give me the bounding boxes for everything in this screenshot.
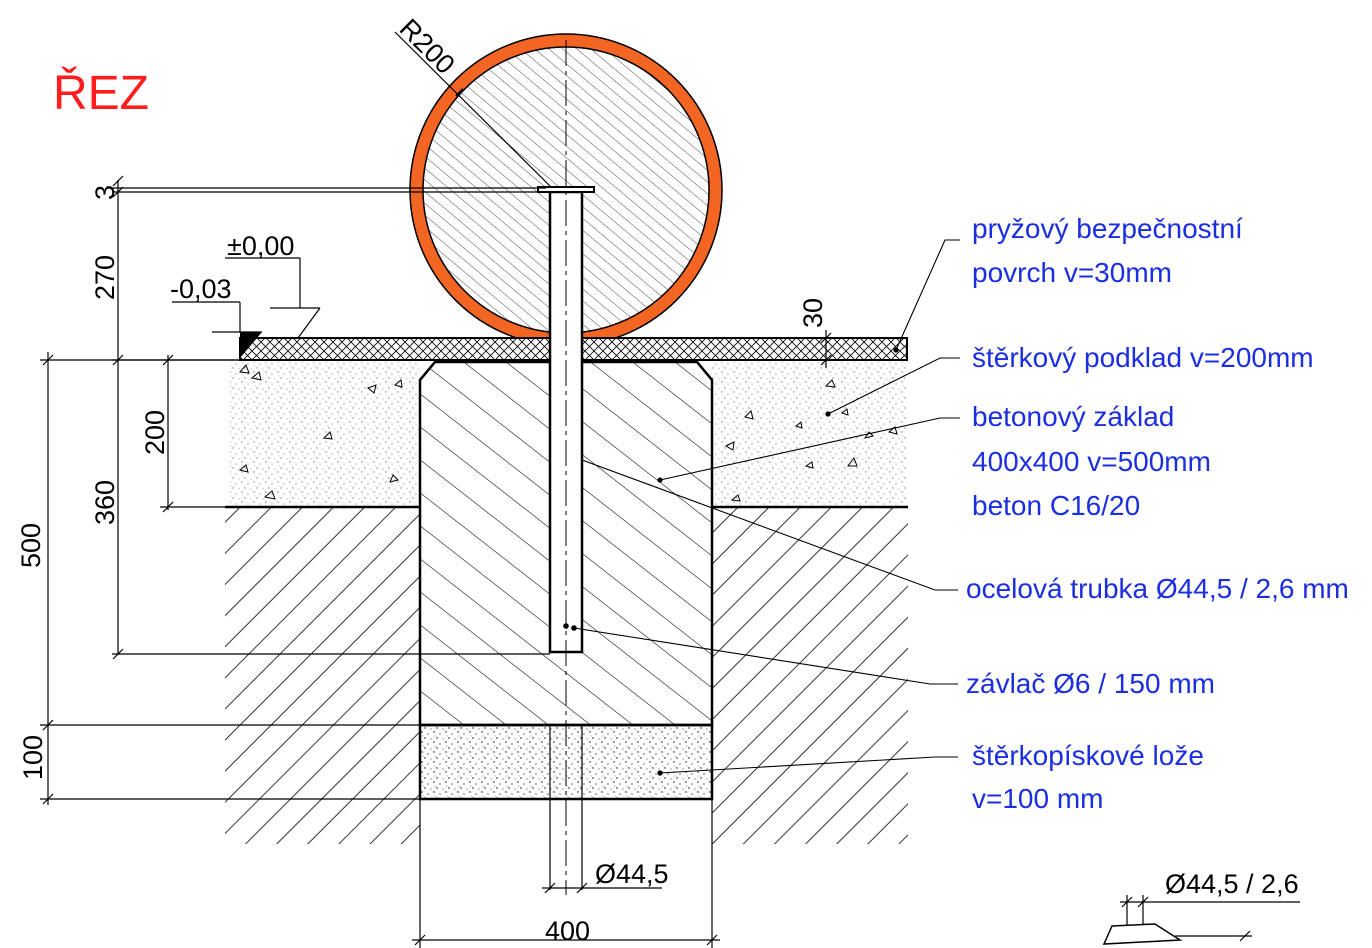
radius-label: R200 <box>394 13 461 80</box>
label-concrete-2: 400x400 v=500mm <box>972 446 1211 477</box>
dim-foundation: 500 <box>16 523 46 568</box>
gravel-layer <box>230 362 907 506</box>
section-title: ŘEZ <box>53 67 149 120</box>
level-marks <box>172 257 321 358</box>
detail-pipe-label: Ø44,5 / 2,6 <box>1165 869 1299 899</box>
dim-pipe-above: 270 <box>90 255 120 300</box>
dim-bottom-lines <box>412 800 720 948</box>
label-pipe: ocelová trubka Ø44,5 / 2,6 mm <box>966 573 1349 604</box>
dim-top-plate: 3 <box>90 185 120 200</box>
dim-surface-lines <box>820 330 832 368</box>
label-rubber-1: pryžový bezpečnostní <box>972 213 1243 244</box>
label-concrete-1: betonový základ <box>972 401 1174 432</box>
label-bed-2: v=100 mm <box>972 783 1104 814</box>
pin-dot <box>563 623 569 629</box>
dim-gravel: 200 <box>140 410 170 455</box>
dim-embed: 360 <box>90 480 120 525</box>
radius-leader <box>394 31 553 189</box>
dim-foundation-width: 400 <box>545 916 590 946</box>
leader-lines <box>573 239 960 774</box>
label-pin: závlač Ø6 / 150 mm <box>966 668 1215 699</box>
dim-bed: 100 <box>18 735 48 780</box>
label-concrete-3: beton C16/20 <box>972 490 1140 521</box>
level-zero: ±0,00 <box>227 231 294 261</box>
label-gravel: štěrkový podklad v=200mm <box>972 342 1314 373</box>
soil-left <box>225 507 420 844</box>
level-minus: -0,03 <box>170 274 232 304</box>
pipe-detail <box>1102 895 1300 945</box>
steel-pipe <box>537 40 595 895</box>
label-bed-1: štěrkopískové lože <box>972 740 1204 771</box>
label-rubber-2: povrch v=30mm <box>972 257 1172 288</box>
dim-lines-left <box>40 175 550 805</box>
dim-pipe-diameter: Ø44,5 <box>595 859 669 889</box>
leader-dots <box>657 347 899 776</box>
dim-surface: 30 <box>798 298 828 328</box>
